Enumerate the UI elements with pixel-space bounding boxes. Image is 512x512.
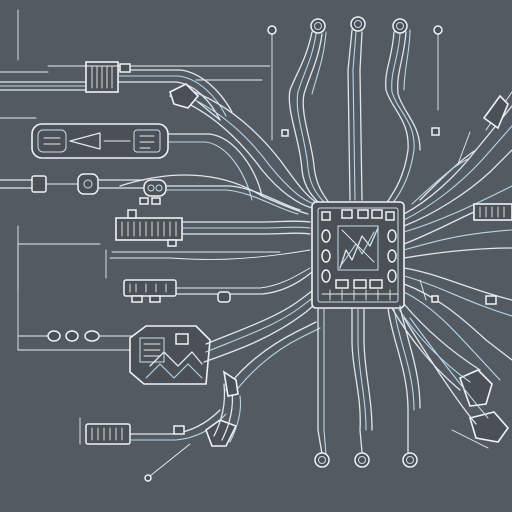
left-cartridge-component: [0, 117, 263, 201]
left-small-module: [123, 267, 313, 303]
central-processor-chip: [311, 201, 405, 309]
left-bead-chain: [17, 330, 141, 342]
top-connector-center-lead: [347, 16, 366, 201]
bottom-left-terminal: [79, 409, 227, 482]
right-lower-fanout: [403, 267, 512, 381]
bottom-left-bridge-module: [129, 287, 321, 385]
top-left-connector-module: [0, 61, 271, 121]
top-connector-right-lead: [385, 18, 421, 205]
right-striped-chip: [403, 203, 512, 259]
bottom-left-arm: [205, 321, 321, 447]
upper-left-fan-traces: [169, 79, 317, 209]
top-pin-markers: [267, 25, 443, 141]
left-signal-chain: [0, 173, 309, 215]
top-connector-left-lead: [288, 18, 331, 207]
left-striped-chip: [115, 209, 311, 247]
right-lower-arm: [391, 303, 510, 449]
upper-right-diagonal-traces: [411, 131, 477, 205]
bottom-lead-left: [314, 307, 330, 468]
left-loop-wires: [17, 243, 311, 291]
bottom-lead-right: [387, 305, 421, 468]
bottom-lead-center: [351, 307, 373, 468]
